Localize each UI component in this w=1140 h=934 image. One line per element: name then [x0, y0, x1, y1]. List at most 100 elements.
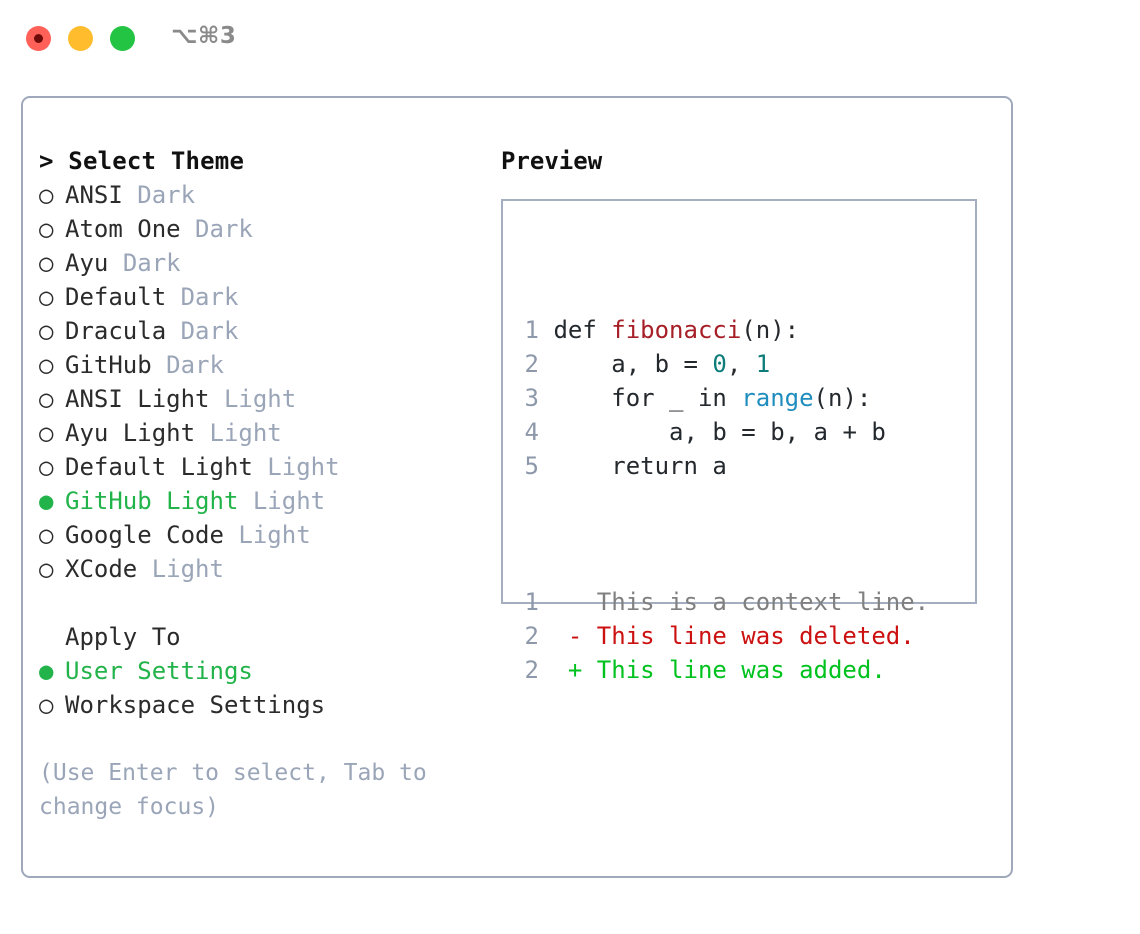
diff-line-text-del: - This line was deleted. [539, 622, 915, 650]
radio-unselected-icon: ○ [39, 453, 54, 481]
line-number: 3 [524, 384, 539, 412]
code-token-plain: return a [553, 452, 727, 480]
theme-item-tag: Light [151, 555, 224, 583]
window-title: ⌥⌘3 [171, 23, 237, 49]
theme-item[interactable]: ○ Ayu Dark [39, 246, 489, 280]
theme-item-tag: Light [252, 487, 326, 515]
code-token-plain: (n): [741, 316, 800, 344]
theme-item-tag: Dark [137, 181, 196, 209]
code-line: 3 for _ in range(n): [517, 381, 929, 415]
code-token-builtin: range [741, 384, 814, 412]
title-bar: ⌥⌘3 [0, 0, 1140, 78]
apply-to-option-label: Workspace Settings [65, 691, 326, 719]
theme-item[interactable]: ○ Dracula Dark [39, 314, 489, 348]
radio-selected-icon: ● [39, 657, 54, 685]
radio-unselected-icon: ○ [39, 215, 54, 243]
code-line: 5 return a [517, 449, 929, 483]
diff-line-text-ctx: This is a context line. [539, 588, 930, 616]
line-number: 2 [524, 656, 539, 684]
code-token-plain: (n): [813, 384, 872, 412]
theme-item-tag: Light [223, 385, 297, 413]
theme-item-label: Dracula [65, 317, 167, 345]
theme-item[interactable]: ○ XCode Light [39, 552, 489, 586]
radio-unselected-icon: ○ [39, 419, 54, 447]
theme-item-label: Atom One [65, 215, 181, 243]
radio-unselected-icon: ○ [39, 317, 54, 345]
select-theme-heading: > Select Theme [39, 147, 245, 175]
theme-item-tag: Dark [122, 249, 181, 277]
preview-panel: Preview 1 def fibonacci(n):2 a, b = 0, 1… [501, 144, 997, 684]
theme-item-label: ANSI [65, 181, 123, 209]
theme-item-label: Ayu Light [65, 419, 196, 447]
theme-item-tag: Dark [180, 283, 239, 311]
close-button[interactable] [26, 26, 51, 51]
traffic-lights [26, 26, 135, 51]
theme-item[interactable]: ○ ANSI Light Light [39, 382, 489, 416]
line-number: 5 [524, 452, 539, 480]
theme-item-tag: Light [267, 453, 340, 481]
theme-item-tag: Dark [166, 351, 224, 379]
preview-heading: Preview [501, 147, 603, 175]
theme-item-tag: Dark [195, 215, 253, 243]
code-line: 1 def fibonacci(n): [517, 313, 929, 347]
radio-unselected-icon: ○ [39, 691, 54, 719]
code-token-num: 1 [755, 350, 771, 378]
theme-item[interactable]: ○ Atom One Dark [39, 212, 489, 246]
maximize-button[interactable] [110, 26, 135, 51]
code-line: 4 a, b = b, a + b [517, 415, 929, 449]
theme-item-label: ANSI Light [65, 385, 210, 413]
line-number: 4 [524, 418, 539, 446]
theme-item[interactable]: ○ ANSI Dark [39, 178, 489, 212]
theme-item[interactable]: ● GitHub Light Light [39, 484, 489, 518]
theme-item[interactable]: ○ GitHub Dark [39, 348, 489, 382]
apply-to-option-label: User Settings [65, 657, 253, 685]
code-token-plain: , [726, 350, 756, 378]
radio-unselected-icon: ○ [39, 249, 54, 277]
radio-selected-icon: ● [39, 487, 54, 515]
theme-item[interactable]: ○ Google Code Light [39, 518, 489, 552]
radio-unselected-icon: ○ [39, 181, 54, 209]
radio-unselected-icon: ○ [39, 385, 54, 413]
theme-item-tag: Light [238, 521, 311, 549]
theme-item-label: GitHub [65, 351, 152, 379]
theme-dialog-card: > Select Theme ○ANSI Dark○Atom One Dark○… [21, 96, 1013, 878]
theme-item[interactable]: ○ Ayu Light Light [39, 416, 489, 450]
line-number: 1 [524, 588, 539, 616]
diff-line: 2 + This line was added. [517, 653, 929, 687]
theme-item-label: XCode [65, 555, 138, 583]
code-token-plain: for _ in [553, 384, 742, 412]
theme-item-label: Default [65, 283, 167, 311]
radio-unselected-icon: ○ [39, 555, 54, 583]
radio-unselected-icon: ○ [39, 521, 54, 549]
diff-line-text-add: + This line was added. [539, 656, 886, 684]
line-number: 2 [524, 350, 539, 378]
apply-to-option[interactable]: ● User Settings [39, 654, 489, 688]
theme-item[interactable]: ○ Default Light Light [39, 450, 489, 484]
code-line: 2 a, b = 0, 1 [517, 347, 929, 381]
theme-selection-panel: > Select Theme ○ANSI Dark○Atom One Dark○… [39, 144, 489, 824]
theme-item-label: GitHub Light [65, 487, 239, 515]
theme-item-tag: Dark [180, 317, 239, 345]
theme-item-label: Default Light [65, 453, 253, 481]
code-token-plain: a, b = b, a + b [553, 418, 886, 446]
radio-unselected-icon: ○ [39, 351, 54, 379]
diff-line: 2 - This line was deleted. [517, 619, 929, 653]
minimize-button[interactable] [68, 26, 93, 51]
apply-to-heading: Apply To [65, 623, 181, 651]
keyboard-hint: (Use Enter to select, Tab to change focu… [39, 760, 427, 820]
code-token-plain: def [553, 316, 612, 344]
radio-unselected-icon: ○ [39, 283, 54, 311]
theme-item-label: Google Code [65, 521, 224, 549]
line-number: 1 [524, 316, 539, 344]
theme-item[interactable]: ○ Default Dark [39, 280, 489, 314]
apply-to-option[interactable]: ○ Workspace Settings [39, 688, 489, 722]
apply-to-options: ● User Settings ○ Workspace Settings [39, 654, 489, 722]
theme-item-tag: Light [209, 419, 282, 447]
code-token-plain: a, b = [553, 350, 713, 378]
theme-item-label: Ayu [65, 249, 109, 277]
theme-list: ○ ANSI Dark ○ Atom One Dark ○ Ayu Dark ○ Defaul… [39, 178, 489, 586]
